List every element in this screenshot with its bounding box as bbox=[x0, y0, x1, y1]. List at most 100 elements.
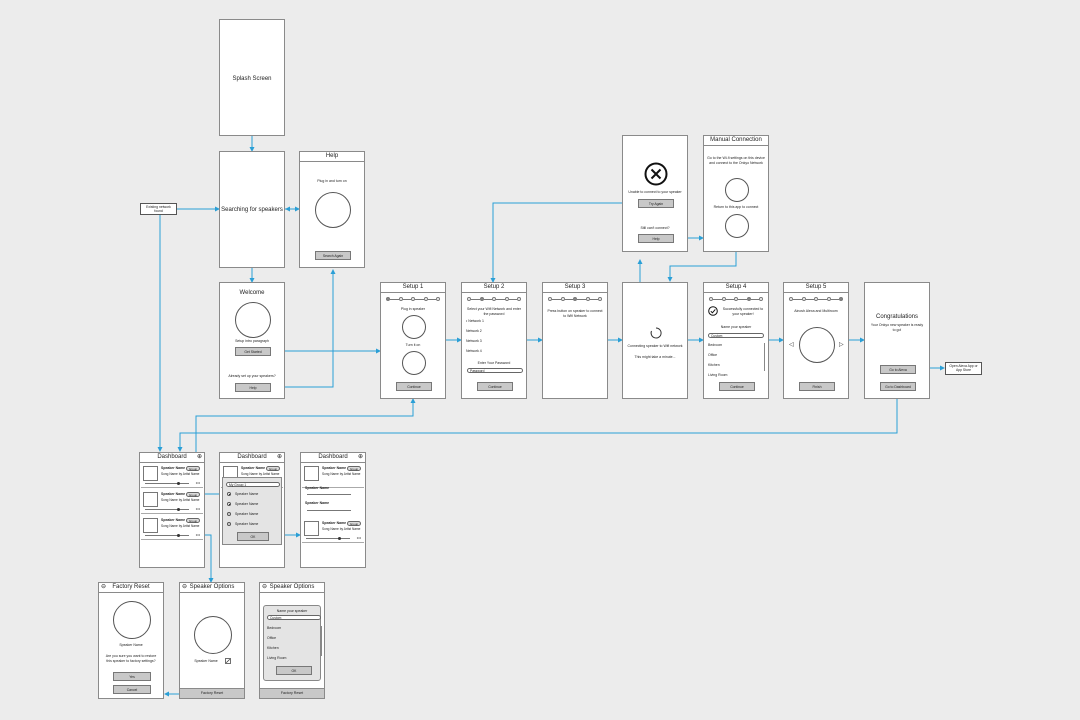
more-options-icon[interactable]: ••• bbox=[356, 535, 361, 540]
error-close-icon bbox=[644, 162, 668, 186]
back-icon[interactable]: ⊖ bbox=[262, 584, 268, 590]
custom-name-field[interactable]: Custom bbox=[708, 333, 764, 338]
room-office[interactable]: Office bbox=[267, 636, 277, 640]
setup3-header: Setup 3 bbox=[543, 283, 607, 293]
setup5-screen: Setup 5 Ainosh Alexa and Multiroom ◁ ▷ F… bbox=[783, 282, 849, 399]
room-scrollbar[interactable] bbox=[321, 626, 322, 656]
welcome-help-button[interactable]: Help bbox=[235, 383, 271, 392]
setup2-header: Setup 2 bbox=[462, 283, 526, 293]
yes-button[interactable]: Yes bbox=[113, 672, 151, 681]
password-field[interactable]: Password bbox=[467, 368, 523, 373]
rename-popup: Name your speaker Custom Bedroom Office … bbox=[263, 605, 322, 681]
speaker-image bbox=[315, 192, 351, 228]
cancel-button[interactable]: Cancel bbox=[113, 685, 151, 694]
network-2[interactable]: Network 2 bbox=[466, 329, 482, 333]
get-started-button[interactable]: Get Started bbox=[235, 347, 271, 356]
group-button[interactable]: Group bbox=[186, 518, 200, 523]
turn-on-text: Turn it on bbox=[405, 343, 421, 347]
room-living[interactable]: Living Room bbox=[267, 656, 287, 660]
more-options-icon[interactable]: ••• bbox=[195, 480, 200, 485]
group-button[interactable]: Group bbox=[347, 521, 361, 526]
volume-slider[interactable] bbox=[306, 538, 350, 539]
wire-manual-connecting bbox=[667, 252, 737, 282]
setup1-header: Setup 1 bbox=[381, 283, 445, 293]
add-speaker-icon[interactable]: ⊕ bbox=[276, 454, 282, 460]
volume-slider[interactable] bbox=[145, 483, 189, 484]
network-4[interactable]: Network 4 bbox=[466, 349, 482, 353]
more-options-icon[interactable]: ••• bbox=[195, 532, 200, 537]
room-kitchen[interactable]: Kitchen bbox=[708, 363, 720, 367]
go-to-dashboard-button[interactable]: Go to Dashboard bbox=[880, 382, 916, 391]
group-speaker-name: Speaker Name bbox=[235, 512, 259, 516]
unable-help-button[interactable]: Help bbox=[638, 234, 674, 243]
group-name-field[interactable]: My Group 1 bbox=[226, 482, 280, 487]
back-icon[interactable]: ⊖ bbox=[182, 584, 188, 590]
edit-icon[interactable] bbox=[225, 658, 231, 664]
name-speaker-label: Name your speaker bbox=[720, 325, 752, 329]
factory-question: Are you sure you want to restore this sp… bbox=[105, 654, 157, 663]
volume-slider[interactable] bbox=[307, 494, 351, 495]
room-bedroom[interactable]: Bedroom bbox=[708, 343, 723, 347]
room-scrollbar[interactable] bbox=[764, 343, 765, 371]
group-speaker-name: Speaker Name bbox=[235, 502, 259, 506]
group-button[interactable]: Group bbox=[347, 466, 361, 471]
setup4-continue-button[interactable]: Continue bbox=[719, 382, 755, 391]
speaker-image bbox=[194, 616, 232, 654]
factory-speaker-name: Speaker Name bbox=[119, 643, 143, 647]
speaker-check[interactable] bbox=[227, 522, 231, 526]
room-kitchen[interactable]: Kitchen bbox=[267, 646, 279, 650]
setup3-progress bbox=[548, 295, 602, 303]
finish-button[interactable]: Finish bbox=[799, 382, 835, 391]
volume-knob[interactable] bbox=[177, 481, 180, 485]
carousel-left-icon[interactable]: ◁ bbox=[789, 342, 794, 348]
search-again-button[interactable]: Search Again bbox=[315, 251, 351, 260]
back-icon[interactable]: ⊖ bbox=[101, 584, 107, 590]
speaker-check[interactable] bbox=[227, 502, 231, 506]
network-3[interactable]: Network 3 bbox=[466, 339, 482, 343]
group-button[interactable]: Group bbox=[266, 466, 280, 471]
grouped-speaker-name: Speaker Name bbox=[305, 501, 330, 505]
setup2-continue-button[interactable]: Continue bbox=[477, 382, 513, 391]
group-button[interactable]: Group bbox=[186, 492, 200, 497]
options-header: ⊖Speaker Options bbox=[180, 583, 244, 593]
speaker-check[interactable] bbox=[227, 512, 231, 516]
group-popup: My Group 1 Speaker Name Speaker Name Spe… bbox=[222, 477, 282, 545]
more-options-icon[interactable]: ••• bbox=[195, 506, 200, 511]
volume-knob[interactable] bbox=[338, 536, 341, 540]
try-again-button[interactable]: Try Again bbox=[638, 199, 674, 208]
enter-password-text: Enter Your Password bbox=[477, 361, 511, 365]
add-speaker-icon[interactable]: ⊕ bbox=[196, 454, 202, 460]
speaker-name: Speaker Name bbox=[161, 466, 186, 470]
volume-knob[interactable] bbox=[177, 533, 180, 537]
help-screen: Help Plug in and turn on Search Again bbox=[299, 151, 365, 268]
add-speaker-icon[interactable]: ⊕ bbox=[357, 454, 363, 460]
rename-ok-button[interactable]: OK bbox=[276, 666, 312, 675]
network-1[interactable]: • Network 1 bbox=[466, 319, 484, 323]
volume-slider[interactable] bbox=[307, 510, 351, 511]
volume-slider[interactable] bbox=[145, 535, 189, 536]
volume-knob[interactable] bbox=[177, 507, 180, 511]
group-button[interactable]: Group bbox=[186, 466, 200, 471]
room-office[interactable]: Office bbox=[708, 353, 718, 357]
go-to-alexa-button[interactable]: Go to Alexa bbox=[880, 365, 916, 374]
existing-network-note: Existing network found bbox=[140, 203, 177, 215]
speaker-check[interactable] bbox=[227, 492, 231, 496]
carousel-right-icon[interactable]: ▷ bbox=[839, 342, 844, 348]
volume-slider[interactable] bbox=[145, 509, 189, 510]
setup1-continue-button[interactable]: Continue bbox=[396, 382, 432, 391]
factory-reset-footer[interactable]: Factory Reset bbox=[180, 688, 244, 698]
room-living[interactable]: Living Room bbox=[708, 373, 728, 377]
plug-in-text: Plug in speaker bbox=[400, 307, 426, 311]
press-button-text: Press button on speaker to connect to Wi… bbox=[547, 309, 603, 318]
group-ok-button[interactable]: OK bbox=[237, 532, 269, 541]
dashboard-title: Dashboard bbox=[318, 454, 348, 460]
custom-name-field[interactable]: Custom bbox=[267, 615, 321, 620]
room-bedroom[interactable]: Bedroom bbox=[267, 626, 282, 630]
factory-reset-footer[interactable]: Factory Reset bbox=[260, 688, 324, 698]
options-title: Speaker Options bbox=[189, 584, 235, 590]
